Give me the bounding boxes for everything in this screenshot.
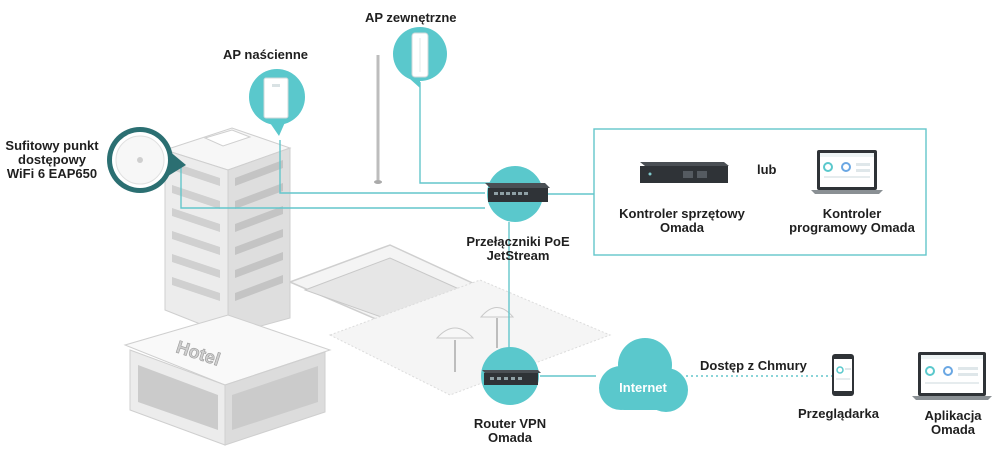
internet-label: Internet — [619, 380, 667, 395]
controller-group-box — [593, 128, 927, 256]
cloud-access-label: Dostęp z Chmury — [700, 358, 807, 373]
app-laptop-icon — [912, 352, 992, 400]
wall-ap-icon — [249, 69, 305, 136]
umbrella-icon — [435, 307, 515, 372]
vpn-router-label: Router VPN Omada — [473, 416, 547, 445]
or-label: lub — [757, 162, 777, 177]
phone-icon — [832, 354, 854, 396]
poe-switch-icon — [485, 166, 550, 222]
wall-ap-label: AP naścienne — [223, 47, 309, 62]
hardware-controller-icon — [640, 162, 729, 183]
cloud-icon — [599, 338, 688, 412]
outdoor-pole — [374, 55, 382, 184]
pool-area — [287, 244, 612, 396]
app-label: Aplikacja Omada — [924, 408, 982, 437]
ceiling-ap-label: Sufitowy punkt dostępowy WiFi 6 EAP650 — [5, 138, 99, 181]
poe-switch-label: Przełączniki PoE JetStream — [466, 234, 570, 263]
ceiling-ap-icon — [107, 127, 186, 193]
hardware-controller-label: Kontroler sprzętowy Omada — [619, 206, 745, 235]
browser-label: Przeglądarka — [798, 406, 879, 421]
vpn-router-icon — [481, 347, 541, 405]
connection-lines — [180, 82, 832, 377]
hotel-building — [123, 127, 332, 446]
outdoor-ap-icon — [393, 27, 447, 88]
laptop-icon — [811, 150, 883, 194]
outdoor-ap-label: AP zewnętrzne — [365, 10, 457, 25]
software-controller-label: Kontroler programowy Omada — [789, 206, 915, 235]
